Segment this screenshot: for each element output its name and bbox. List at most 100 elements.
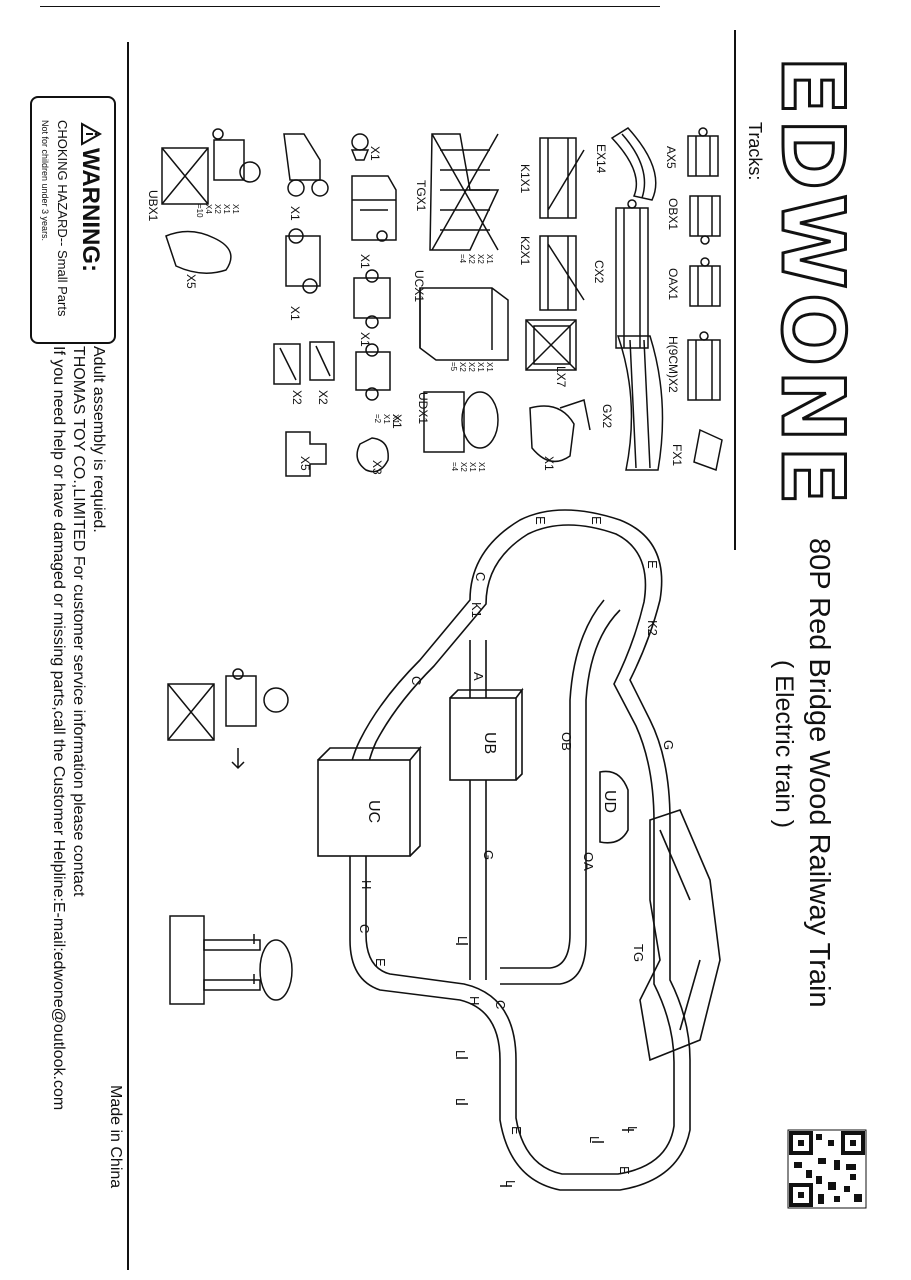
layout-label: UB bbox=[481, 732, 498, 755]
layout-label: C bbox=[409, 676, 424, 686]
layout-label: OB bbox=[559, 732, 574, 751]
layout-label: C bbox=[473, 572, 488, 582]
part-label: TGX1 bbox=[414, 180, 428, 212]
qty-block: X1 X2 X2 =4 bbox=[458, 254, 494, 264]
warning-triangle-icon bbox=[81, 122, 102, 146]
track-piece-h-icon bbox=[687, 331, 721, 401]
part-label: UCX1 bbox=[412, 270, 426, 303]
crane-hook-icon bbox=[529, 399, 591, 463]
assembly-notes: Adult assembly is requied. THOMAS TOY CO… bbox=[48, 346, 108, 1110]
track-piece-a-icon bbox=[687, 127, 719, 177]
part-label: LX7 bbox=[554, 366, 568, 388]
tractor-icon bbox=[283, 133, 329, 197]
ud-assembly-illustration bbox=[169, 915, 293, 1005]
track-piece-f-icon bbox=[693, 428, 723, 472]
part-label: X2 bbox=[290, 390, 304, 405]
warning-title: WARNING: bbox=[77, 148, 104, 272]
layout-label: K1 bbox=[469, 602, 484, 618]
part-label: X1 bbox=[368, 146, 382, 161]
part-label: UDX1 bbox=[416, 392, 430, 425]
part-label: CX2 bbox=[592, 260, 606, 284]
layout-label: K2 bbox=[645, 620, 660, 636]
part-label: H(9CM)X2 bbox=[666, 336, 680, 393]
part-label: K1X1 bbox=[518, 164, 532, 194]
part-label: OAX1 bbox=[666, 268, 680, 301]
part-label: X5 bbox=[298, 456, 312, 471]
layout-label: OA bbox=[581, 852, 596, 871]
qty-block: X1 X1 X2 =4 bbox=[450, 462, 486, 472]
part-label: X1 bbox=[288, 206, 302, 221]
track-piece-e-curve-icon bbox=[610, 127, 657, 201]
layout-label: H bbox=[467, 996, 482, 1006]
engine-locomotive-icon bbox=[351, 175, 397, 242]
product-subtitle: ( Electric train ) bbox=[770, 660, 798, 829]
track-piece-c-icon bbox=[615, 199, 649, 349]
layout-label: E bbox=[645, 560, 660, 569]
top-edge-line bbox=[40, 6, 660, 7]
layout-label: E bbox=[509, 1126, 524, 1135]
car-truck-icon bbox=[285, 228, 321, 294]
left-border-line bbox=[127, 42, 129, 1270]
layout-label: L bbox=[453, 1098, 468, 1106]
layout-label: L bbox=[625, 1126, 640, 1134]
uc-station-icon bbox=[419, 287, 509, 361]
qty-block: X1 X1 X2 X4 =10 bbox=[195, 204, 240, 218]
part-label: EX14 bbox=[594, 144, 608, 174]
part-label: X1 bbox=[358, 254, 372, 269]
layout-label: L bbox=[453, 1050, 468, 1058]
brand-logo: EDWONE bbox=[761, 55, 864, 511]
part-label: UBX1 bbox=[146, 190, 160, 222]
warning-age-text: Not for children under 3 years. bbox=[40, 120, 50, 242]
bush-tree-icon bbox=[165, 230, 232, 274]
layout-label: TG bbox=[631, 944, 646, 963]
layout-label: L bbox=[503, 1180, 518, 1188]
assembly-line-1: Adult assembly is requied. bbox=[90, 346, 107, 533]
assembly-line-3: If you need help or have damaged or miss… bbox=[50, 346, 67, 1111]
part-label: X1 bbox=[542, 456, 556, 471]
made-in-label: Made in China bbox=[107, 1085, 124, 1189]
product-title: 80P Red Bridge Wood Railway Train bbox=[803, 538, 835, 1008]
layout-label: E bbox=[533, 516, 548, 525]
tracks-heading: Tracks: bbox=[745, 122, 765, 181]
warning-choking-text: CHOKING HAZARD-- Small Parts bbox=[55, 120, 70, 317]
part-label: AX5 bbox=[664, 146, 678, 169]
layout-label: UC bbox=[365, 800, 382, 824]
layout-label: E bbox=[373, 958, 388, 967]
assembly-line-2: THOMAS TOY CO.,LIMITED For customer serv… bbox=[70, 346, 87, 897]
part-label: FX1 bbox=[670, 444, 684, 467]
tunnel-bridge-icon bbox=[429, 133, 500, 251]
switch-track-k2-icon bbox=[539, 235, 585, 311]
part-label: X5 bbox=[184, 274, 198, 289]
lift-tower-icon bbox=[525, 319, 577, 371]
layout-label: C bbox=[493, 1000, 508, 1010]
ub-assembly-illustration bbox=[167, 668, 289, 770]
layout-label: UD bbox=[601, 790, 618, 814]
ub-bridge-icon bbox=[161, 128, 261, 205]
part-label: X2 bbox=[316, 390, 330, 405]
layout-label: G bbox=[481, 850, 496, 861]
warning-box bbox=[30, 96, 116, 344]
track-piece-g-icon bbox=[616, 335, 664, 471]
right-border-line bbox=[734, 30, 736, 550]
part-label: OBX1 bbox=[666, 198, 680, 231]
ud-bridge-icon bbox=[423, 391, 499, 453]
barrier-bar-icon bbox=[273, 343, 301, 385]
qty-block: X1 X1 X2 X2 =5 bbox=[449, 362, 494, 372]
part-label: GX2 bbox=[600, 404, 614, 429]
layout-label: G bbox=[661, 740, 676, 751]
layout-label: E bbox=[617, 1166, 632, 1175]
track-piece-ob-icon bbox=[689, 195, 721, 245]
qty-block: X1 X1 =2 bbox=[373, 414, 400, 424]
switch-track-k1-icon bbox=[539, 137, 585, 219]
track-piece-oa-icon bbox=[689, 257, 721, 307]
figure-driver-icon bbox=[350, 133, 370, 161]
layout-label: H bbox=[359, 880, 374, 890]
layout-label: L bbox=[455, 936, 470, 944]
train-car-1-icon bbox=[353, 269, 391, 329]
part-label: X1 bbox=[288, 306, 302, 321]
layout-label: E bbox=[589, 516, 604, 525]
part-label: X1 bbox=[358, 332, 372, 347]
layout-label: C bbox=[357, 924, 372, 934]
part-label: K2X1 bbox=[518, 236, 532, 266]
